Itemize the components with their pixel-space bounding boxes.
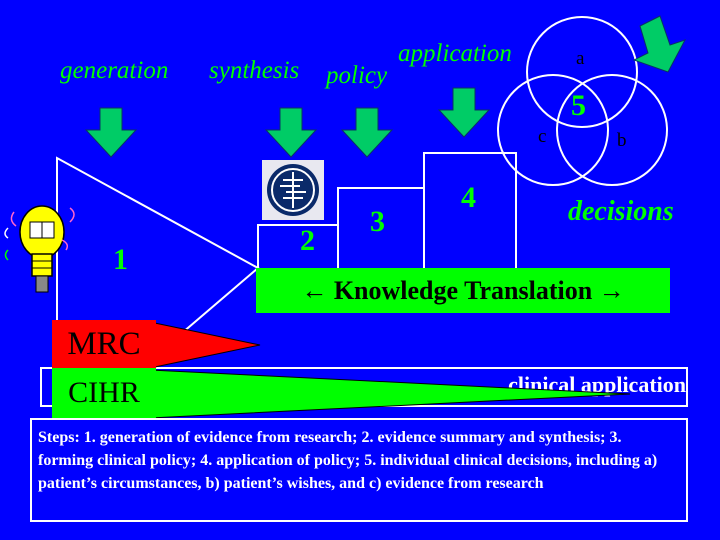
step-number-2: 2 bbox=[300, 224, 315, 257]
step-number-5: 5 bbox=[571, 89, 586, 122]
steps-description-box: Steps: 1. generation of evidence from re… bbox=[30, 418, 688, 522]
steps-description: Steps: 1. generation of evidence from re… bbox=[38, 429, 658, 492]
venn-label-b: b bbox=[617, 130, 627, 151]
arrow-down-icon bbox=[437, 87, 491, 138]
stage-label-application: application bbox=[398, 40, 512, 67]
arrow-down-icon bbox=[340, 107, 394, 158]
step-number-1: 1 bbox=[113, 243, 128, 276]
cochrane-logo-icon bbox=[262, 160, 324, 220]
arrow-down-icon bbox=[84, 107, 138, 158]
lightbulb-icon bbox=[4, 205, 75, 293]
venn-circle-a bbox=[526, 16, 638, 128]
step-number-4: 4 bbox=[461, 181, 476, 214]
arrow-down-icon bbox=[264, 107, 318, 158]
step-number-3: 3 bbox=[370, 205, 385, 238]
venn-label-c: c bbox=[538, 126, 547, 147]
stage-label-policy: policy bbox=[326, 62, 388, 89]
venn-circle-b bbox=[556, 74, 668, 186]
cihr-label: CIHR bbox=[52, 368, 156, 418]
stage-label-generation: generation bbox=[60, 57, 169, 84]
decisions-label: decisions bbox=[568, 196, 674, 227]
mrc-label: MRC bbox=[52, 320, 156, 368]
knowledge-translation-banner: ← Knowledge Translation → bbox=[256, 268, 670, 313]
cihr-wedge bbox=[149, 369, 631, 419]
mrc-wedge bbox=[149, 321, 261, 369]
stage-label-synthesis: synthesis bbox=[209, 57, 300, 84]
venn-circle-c bbox=[497, 74, 609, 186]
arrow-diagonal-icon bbox=[632, 15, 687, 73]
venn-label-a: a bbox=[576, 48, 585, 69]
